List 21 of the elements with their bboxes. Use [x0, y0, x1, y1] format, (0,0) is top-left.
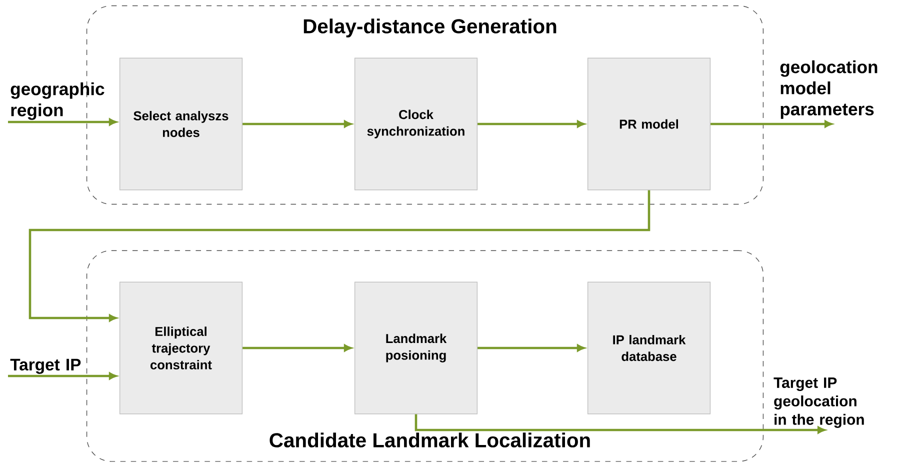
arrow	[478, 120, 585, 128]
group-heading: Candidate Landmark Localization	[270, 432, 590, 448]
group-heading: Delay-distance Generation	[304, 18, 556, 38]
arrow	[710, 120, 832, 128]
io-label: geographic region	[10, 82, 104, 120]
process-box: Select analyszs nodes	[119, 58, 243, 190]
arrow	[242, 120, 352, 128]
io-label: geolocation model parameters	[780, 60, 878, 119]
process-box: PR model	[587, 58, 711, 190]
arrow	[8, 372, 117, 380]
process-box: Landmark posioning	[354, 282, 478, 414]
arrow	[414, 414, 826, 434]
io-label: Target IP	[10, 358, 81, 374]
process-box: IP landmark database	[587, 282, 711, 414]
arrow	[28, 190, 650, 322]
arrow	[478, 344, 585, 352]
arrow	[242, 344, 352, 352]
process-box: Clock synchronization	[354, 58, 478, 190]
process-box: Elliptical trajectory constraint	[119, 282, 243, 414]
io-label: Target IP geolocation in the region	[774, 378, 864, 428]
arrow	[8, 118, 117, 126]
